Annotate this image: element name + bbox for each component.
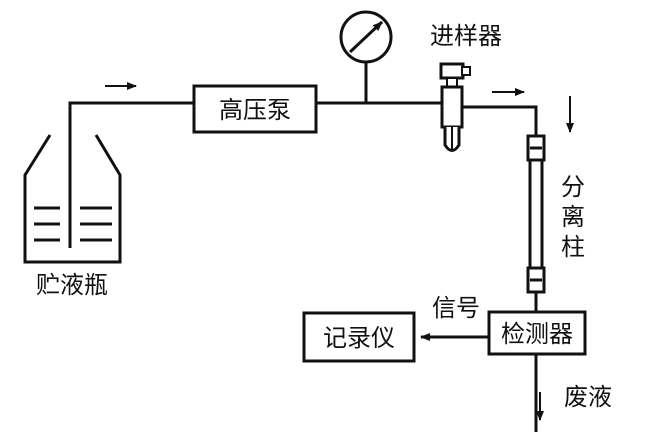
signal-label: 信号 xyxy=(432,294,480,322)
recorder-box: 记录仪 xyxy=(302,311,416,363)
injector-label: 进样器 xyxy=(430,22,502,50)
recorder-label: 记录仪 xyxy=(323,324,395,352)
separation-column xyxy=(526,134,546,294)
waste-label: 废液 xyxy=(564,383,612,411)
reservoir-bottle xyxy=(23,134,122,264)
pressure-gauge xyxy=(339,10,393,103)
column-label-char-3: 柱 xyxy=(561,233,585,261)
column-label-char-2: 离 xyxy=(561,203,585,231)
column-label-char-1: 分 xyxy=(561,173,585,201)
inlet-tube xyxy=(68,101,194,248)
detector-box: 检测器 xyxy=(487,310,587,356)
pump-box: 高压泵 xyxy=(192,84,318,134)
detector-label: 检测器 xyxy=(501,320,573,348)
pump-label: 高压泵 xyxy=(219,96,291,124)
reservoir-label: 贮液瓶 xyxy=(36,271,108,299)
injector xyxy=(439,62,471,152)
liquid-lines xyxy=(34,206,112,242)
injector-to-column-line xyxy=(463,105,538,136)
